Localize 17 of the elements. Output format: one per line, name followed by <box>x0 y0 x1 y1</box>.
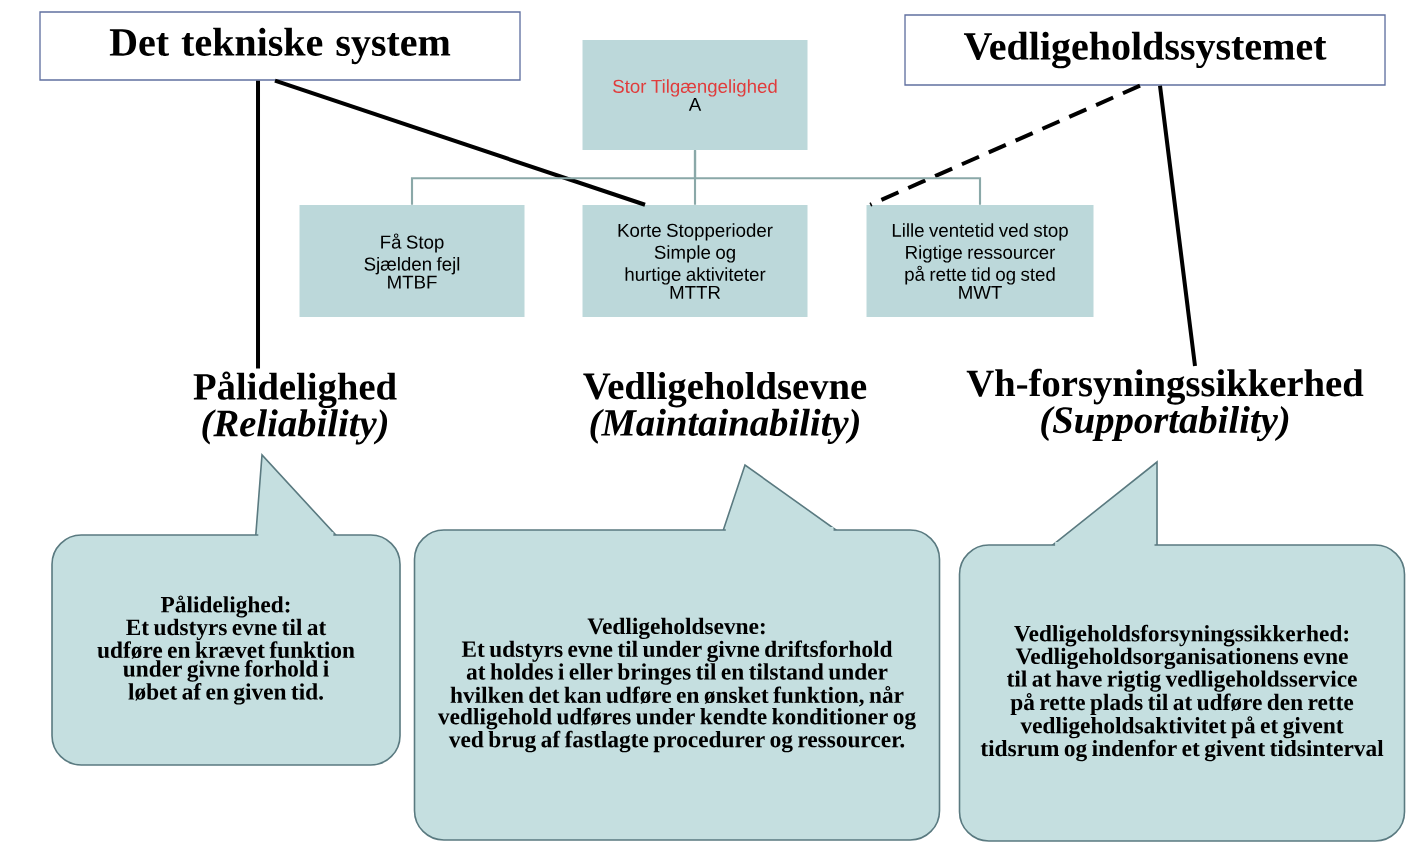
title-box: Vedligeholdssystemet <box>904 14 1386 86</box>
title-box: Det tekniske system <box>39 11 521 81</box>
goal-box: Stor Tilgængelighed A <box>582 40 808 150</box>
factor-box: Korte Stopperioder Simple og hurtige aktiviteter MTTR <box>582 205 808 317</box>
link-line <box>256 80 260 369</box>
link-line <box>869 83 1141 207</box>
factor-box: Lille ventetid ved stop Rigtige ressourcer på rette tid og sted MWT <box>866 205 1094 317</box>
factor-box: Få Stop Sjælden fejl MTBF <box>299 205 525 317</box>
speech-bubble: Pålidelighed: Et udstyrs evne til at udføre en krævet funktion under givne forhold i løbet af en given tid. <box>51 453 401 766</box>
link-line <box>274 78 646 207</box>
heading-text: Pålidelighed (Reliability) <box>193 371 397 445</box>
heading-text: Vedligeholdsevne (Maintainability) <box>583 372 867 444</box>
speech-bubble: Vedligeholdsforsyningssikkerhed: Vedligeholdsorganisationens evne til at have rigtig vedligeholdsservice på rette plads til at udføre den rette vedligeholdsaktivitet på et givent tidsrum og indenfor et givent tidsinterval <box>958 460 1406 842</box>
connector-line <box>693 150 982 205</box>
link-line <box>1158 85 1197 367</box>
speech-bubble: Vedligeholdsevne: Et udstyrs evne til under givne driftsforhold at holdes i eller bringes til en tilstand under hvilken det kan udføre en ønsket funktion, når vedligehold udføres under kendte konditioner og ved brug af fastlagte procedurer og ressourcer. <box>413 463 941 841</box>
heading-text: Vh-forsyningssikkerhed (Supportability) <box>966 368 1364 442</box>
